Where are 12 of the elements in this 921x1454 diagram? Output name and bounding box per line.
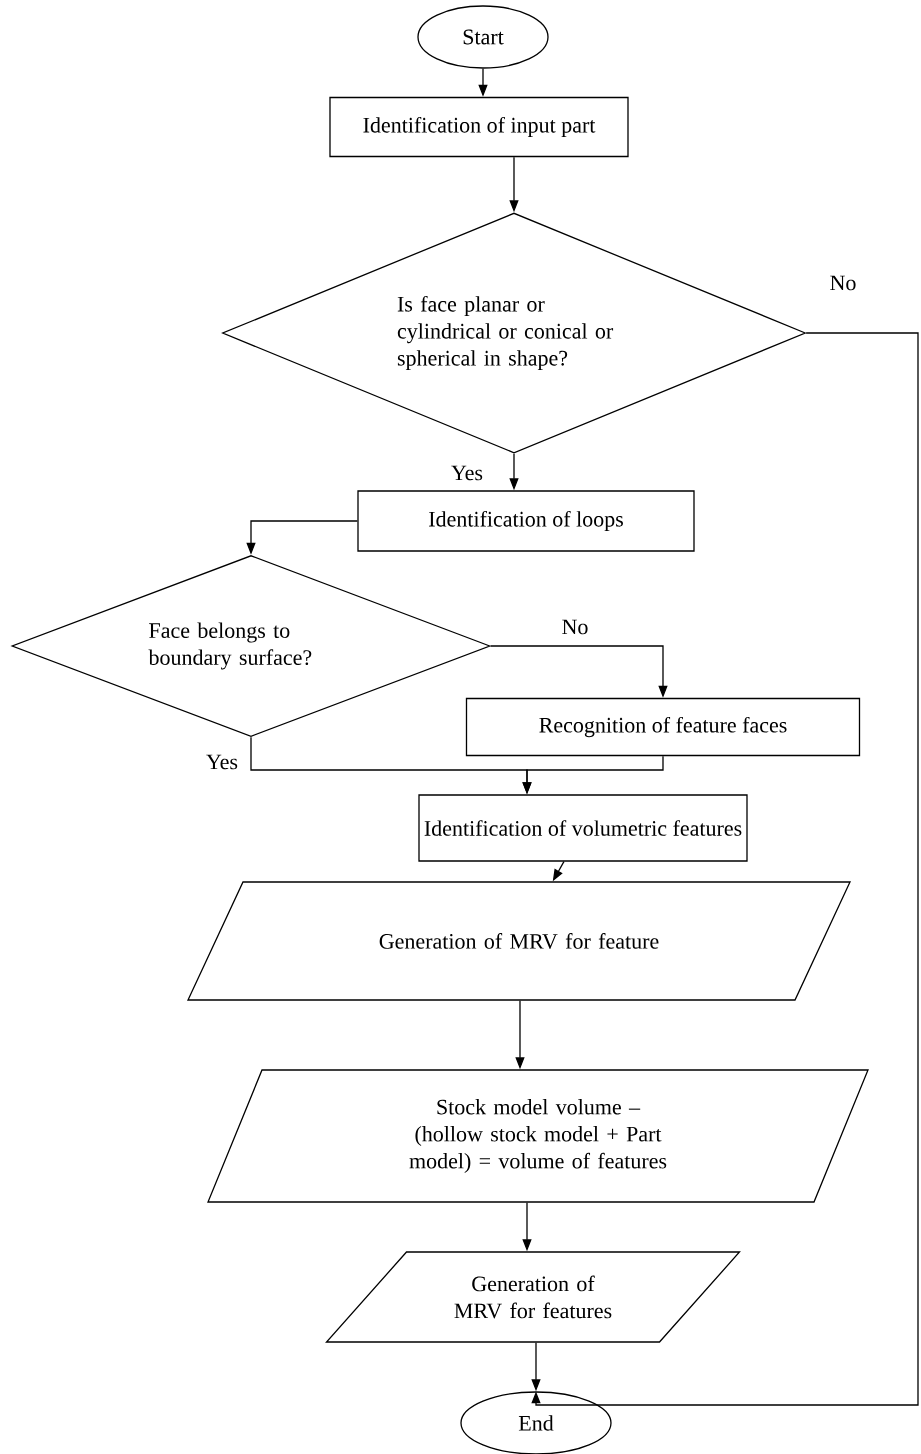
edge-label: No: [828, 274, 858, 292]
data-parallelogram: Generation of MRV for features: [325, 1251, 741, 1343]
data-parallelogram: Stock model volume – (hollow stock model + Part model) = volume of features: [207, 1069, 869, 1203]
process-box: Recognition of feature faces: [465, 697, 861, 757]
terminal-oval: Start: [417, 5, 549, 69]
arrow: [531, 332, 919, 1406]
process-box: Identification of input part: [329, 96, 629, 158]
edge-label: Yes: [450, 464, 484, 482]
edge-label: Yes: [205, 753, 239, 771]
process-box: Identification of volumetric features: [418, 794, 748, 862]
process-box: Identification of loops: [357, 490, 695, 552]
edge-label: No: [560, 618, 590, 636]
